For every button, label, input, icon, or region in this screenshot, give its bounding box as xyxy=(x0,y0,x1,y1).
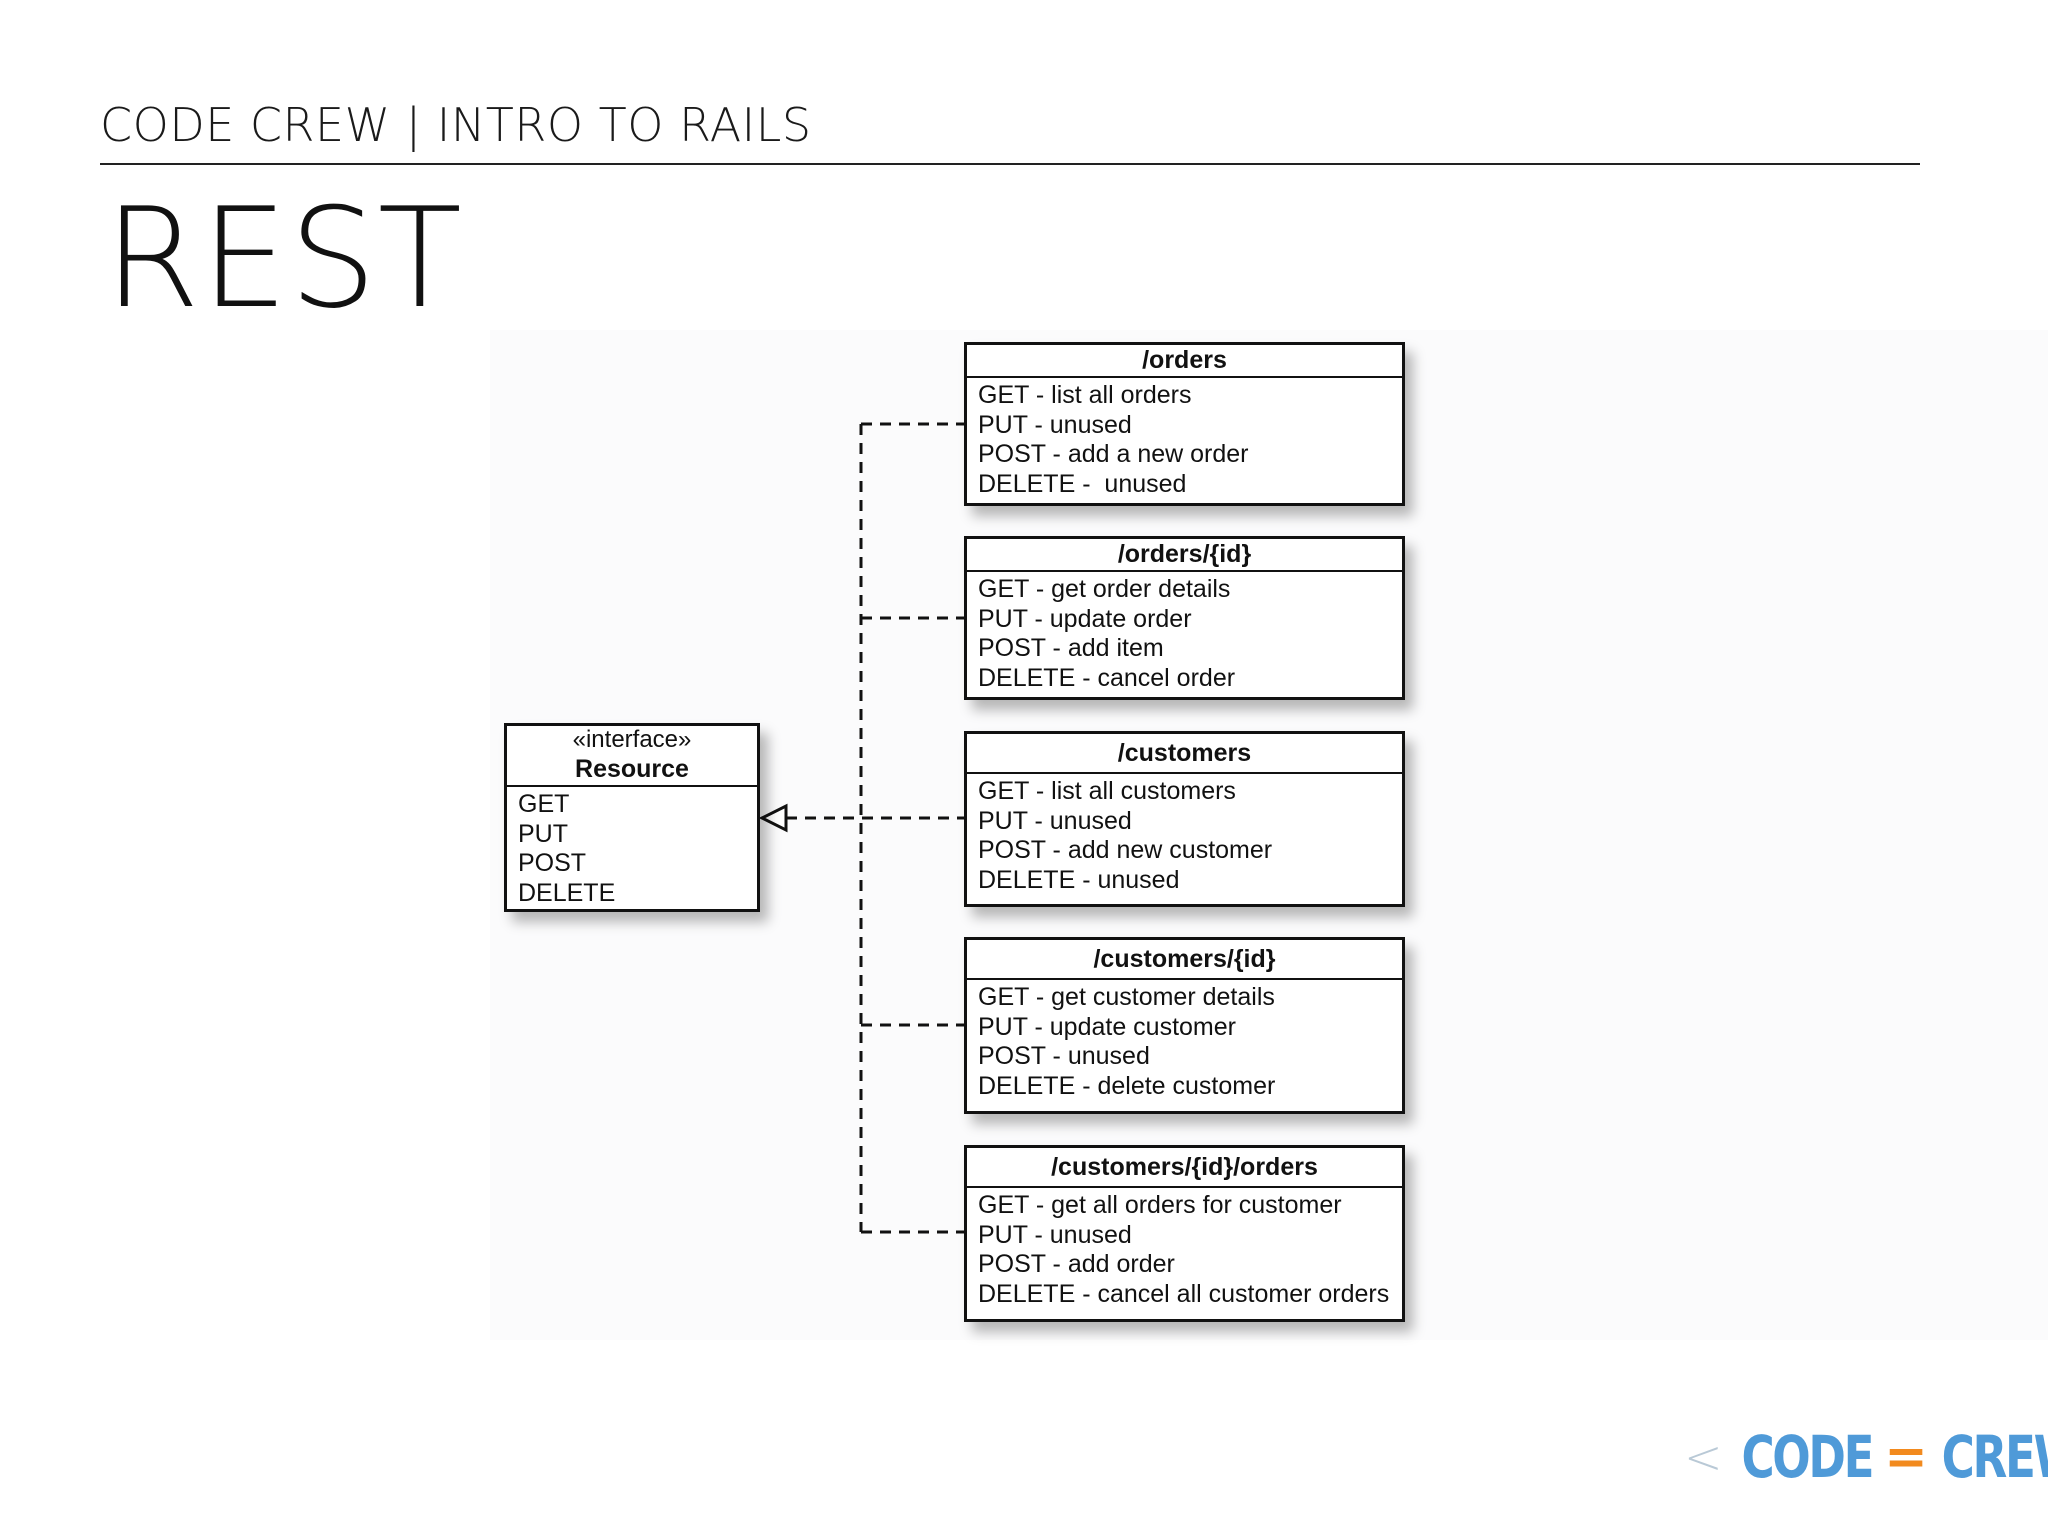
resource-op: DELETE - delete customer xyxy=(978,1071,1276,1100)
logo-word-code: CODE xyxy=(1740,1423,1874,1491)
resource-op: GET - get all orders for customer xyxy=(978,1191,1342,1219)
interface-resource-box: «interface» Resource GET PUT POST DELETE xyxy=(504,723,760,912)
resource-op: POST - add item xyxy=(978,634,1164,663)
code-crew-logo: < CODE = CREW > xyxy=(1684,1422,2048,1492)
interface-op: GET xyxy=(518,790,570,818)
resource-operations: GET - list all orders PUT - unused POST … xyxy=(967,378,1402,501)
resource-box-customers-id: /customers/{id} GET - get customer detai… xyxy=(964,937,1405,1114)
interface-op: POST xyxy=(518,849,587,878)
interface-operations: GET PUT POST DELETE xyxy=(507,787,757,910)
resource-name: /orders xyxy=(967,345,1402,378)
resource-op: PUT - unused xyxy=(978,410,1132,439)
resource-op: GET - get order details xyxy=(978,575,1231,603)
resource-name: /orders/{id} xyxy=(967,539,1402,572)
resource-op: PUT - update customer xyxy=(978,1012,1236,1041)
resource-name: /customers/{id}/orders xyxy=(967,1148,1402,1188)
interface-op: DELETE xyxy=(518,878,616,907)
resource-op: DELETE - cancel order xyxy=(978,663,1236,692)
resource-op: DELETE - unused xyxy=(978,865,1180,894)
interface-name: Resource xyxy=(575,755,689,783)
resource-operations: GET - get customer details PUT - update … xyxy=(967,980,1402,1103)
resource-op: POST - add order xyxy=(978,1250,1175,1279)
logo-word-crew: CREW xyxy=(1941,1423,2048,1491)
resource-operations: GET - get order details PUT - update ord… xyxy=(967,572,1402,695)
header-divider xyxy=(100,163,1920,165)
resource-op: PUT - unused xyxy=(978,806,1132,835)
resource-name: /customers xyxy=(967,734,1402,774)
resource-operations: GET - get all orders for customer PUT - … xyxy=(967,1188,1402,1311)
resource-op: PUT - unused xyxy=(978,1220,1132,1249)
resource-op: POST - add a new order xyxy=(978,440,1249,469)
resource-box-orders: /orders GET - list all orders PUT - unus… xyxy=(964,342,1405,506)
resource-op: DELETE - unused xyxy=(978,469,1187,498)
resource-op: GET - list all orders xyxy=(978,381,1192,409)
resource-op: POST - unused xyxy=(978,1042,1150,1071)
resource-operations: GET - list all customers PUT - unused PO… xyxy=(967,774,1402,897)
resource-op: GET - list all customers xyxy=(978,777,1236,805)
resource-op: DELETE - cancel all customer orders xyxy=(978,1279,1390,1308)
interface-header: «interface» Resource xyxy=(507,726,757,787)
resource-box-customers-id-orders: /customers/{id}/orders GET - get all ord… xyxy=(964,1145,1405,1322)
resource-op: POST - add new customer xyxy=(978,836,1273,865)
resource-name: /customers/{id} xyxy=(967,940,1402,980)
resource-op: PUT - update order xyxy=(978,604,1192,633)
resource-op: GET - get customer details xyxy=(978,983,1275,1011)
slide-title: REST xyxy=(104,178,463,339)
logo-equals: = xyxy=(1884,1427,1928,1487)
slide-header: CODE CREW | INTRO TO RAILS xyxy=(100,98,812,152)
logo-left-bracket: < xyxy=(1684,1430,1723,1484)
interface-stereotype: «interface» xyxy=(572,726,692,753)
resource-box-orders-id: /orders/{id} GET - get order details PUT… xyxy=(964,536,1405,700)
resource-box-customers: /customers GET - list all customers PUT … xyxy=(964,731,1405,907)
interface-op: PUT xyxy=(518,819,568,848)
